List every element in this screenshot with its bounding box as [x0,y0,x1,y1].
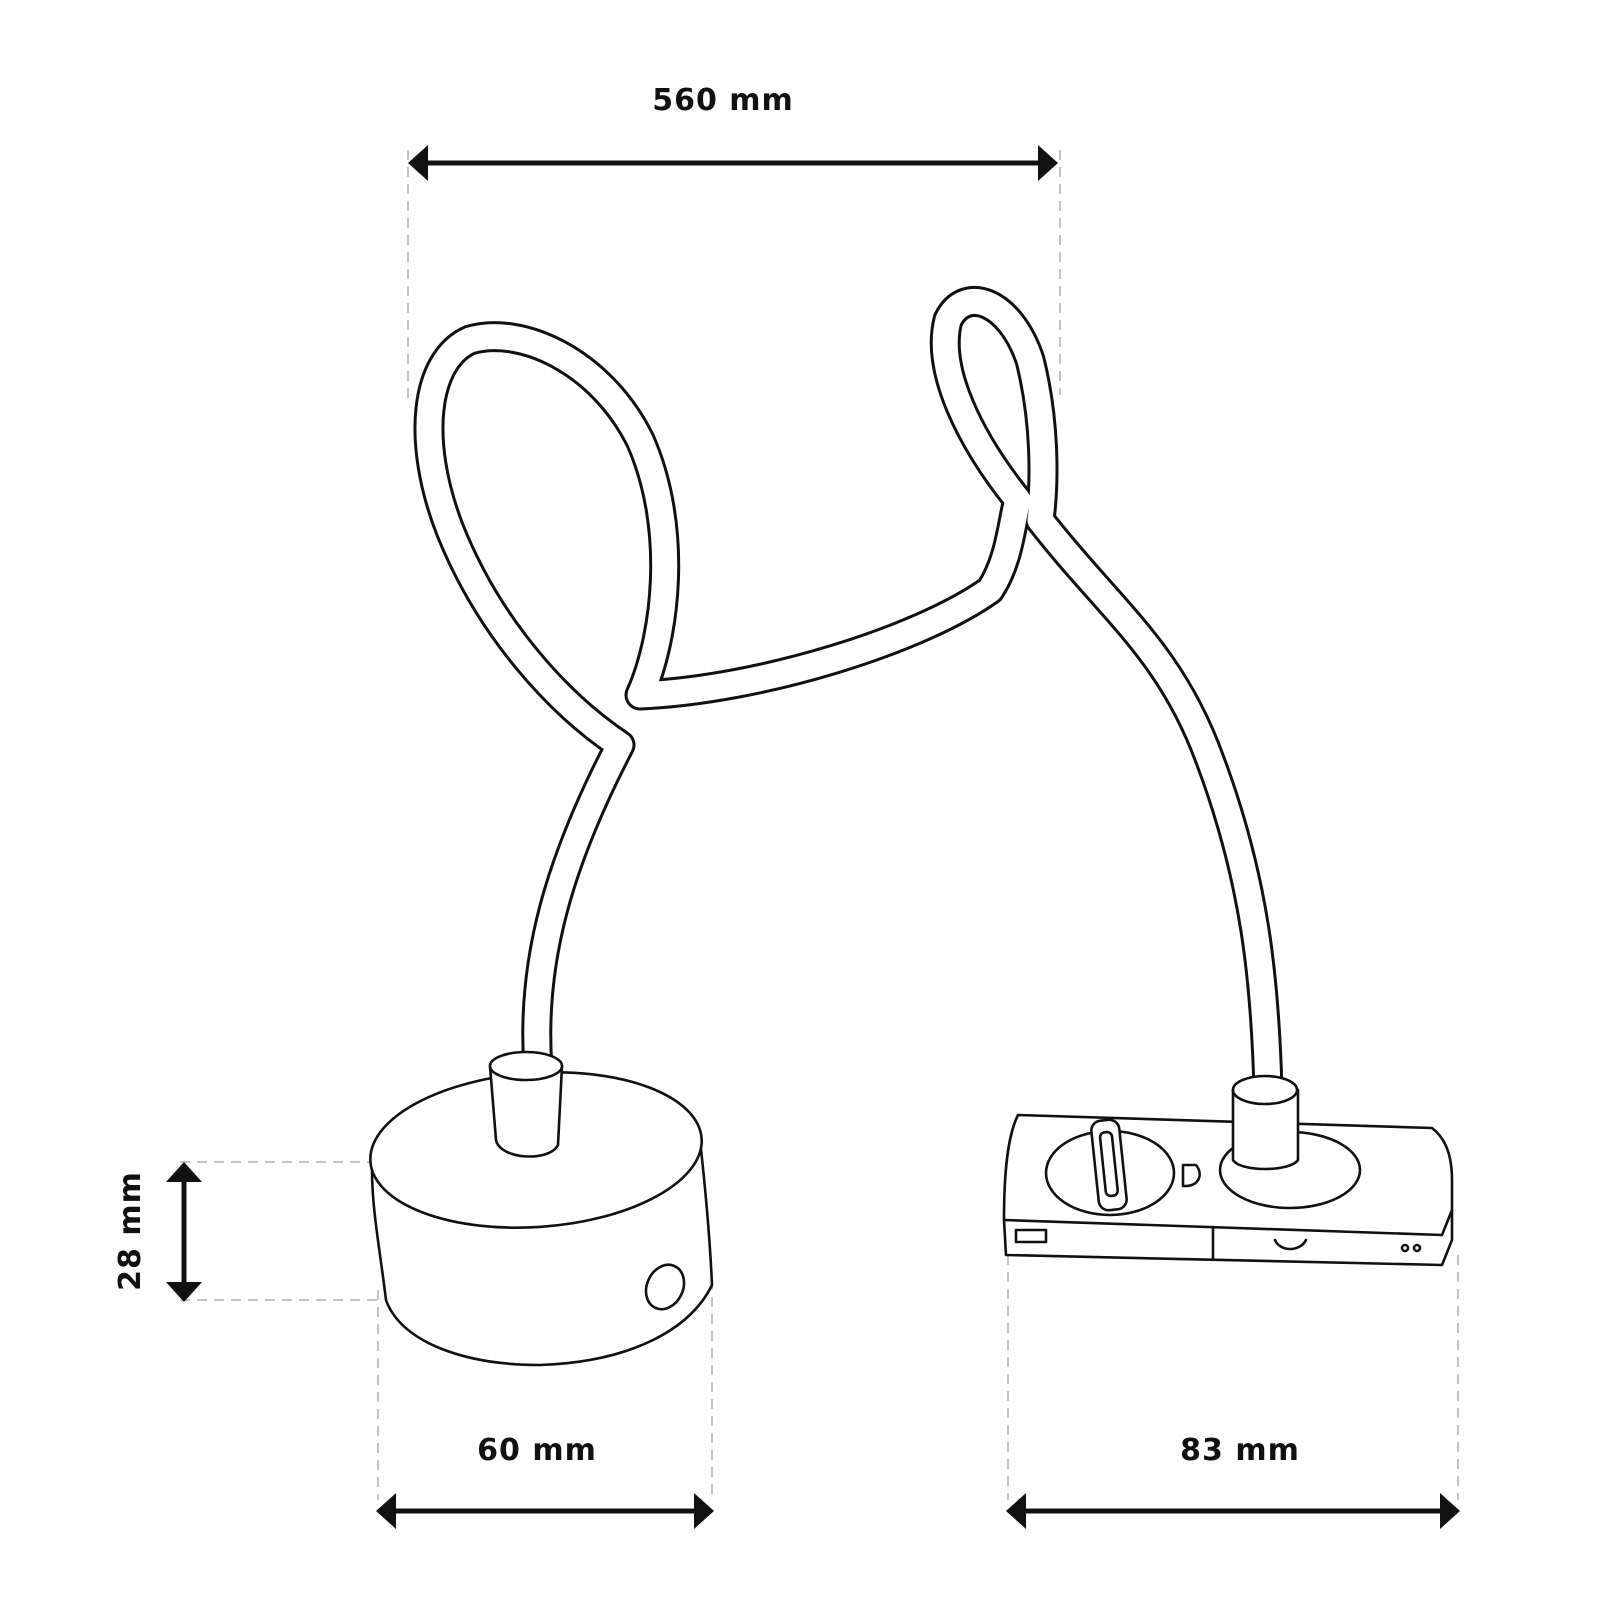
gooseneck-cable [413,286,1284,1106]
base-width-arrow-right [694,1493,714,1529]
plug-cable-collar [1231,1088,1300,1171]
base-width-dimension: 60 mm [376,1433,714,1529]
length-dimension: 560 mm [408,83,1058,181]
guide-lines [180,150,1459,1500]
plug-earth-contact [1181,1163,1201,1188]
length-arrow-left [408,145,428,181]
indicator-dot-1 [1400,1243,1410,1253]
cable-core [416,289,1281,1103]
plug-switch-notch[interactable] [1273,1238,1308,1251]
plug-width-arrow-left [1006,1493,1026,1529]
base-collar-top [488,1050,564,1082]
plug-width-dimension: 83 mm [1006,1433,1460,1529]
height-label: 28 mm [113,1171,148,1291]
height-arrow-bottom [166,1282,202,1302]
round-base [369,1050,714,1367]
usb-port[interactable] [1014,1228,1048,1244]
plug-collar-top [1231,1074,1299,1106]
base-button[interactable] [639,1259,691,1316]
plug-width-label: 83 mm [1180,1433,1300,1468]
height-dimension: 28 mm [113,1162,202,1302]
base-width-label: 60 mm [477,1433,597,1468]
length-label: 560 mm [652,83,794,118]
plug-body [1002,1113,1454,1267]
base-width-arrow-left [376,1493,396,1529]
height-arrow-top [166,1162,202,1182]
base-cable-collar [488,1064,564,1158]
plug-pin-slot [1098,1130,1120,1198]
length-arrow-right [1038,145,1058,181]
plug-housing [1002,1074,1454,1267]
plug-width-arrow-right [1440,1493,1460,1529]
indicator-dot-2 [1412,1243,1422,1253]
plug-front-edge [1002,1208,1454,1237]
